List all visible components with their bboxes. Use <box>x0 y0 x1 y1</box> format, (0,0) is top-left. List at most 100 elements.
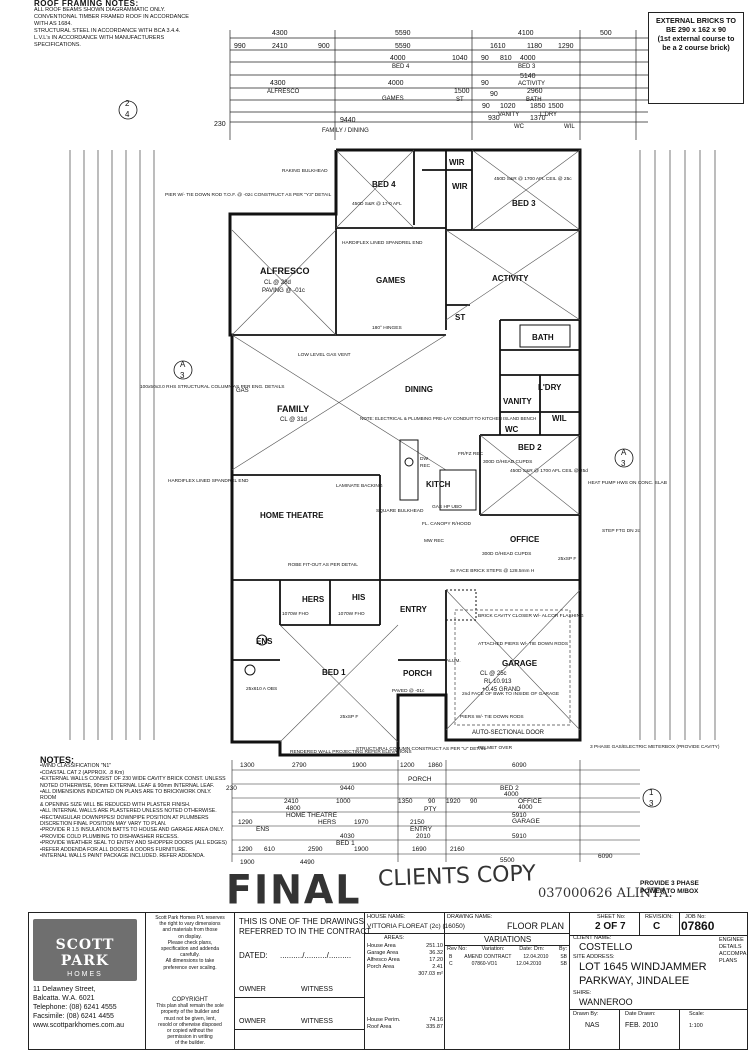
dim-bot-7c: 2010 <box>416 833 431 840</box>
dim-bot-6a: 1290 <box>238 819 253 826</box>
address-line: Balcatta. W.A. 6021 <box>33 995 95 1002</box>
general-notes: NOTES: •WIND CLASSIFICATION "N1" •COASTA… <box>40 755 228 860</box>
owner-label-2: OWNER <box>239 1018 266 1025</box>
dim-bot-3a: 230 <box>226 785 237 792</box>
var-col-variation: Variation: <box>481 946 505 952</box>
perim-row: House Perim.74.16 <box>367 1017 443 1024</box>
var-rev: C <box>449 961 453 967</box>
dim-top-7c: 1500 <box>548 103 564 110</box>
dated-label: DATED: <box>239 951 268 960</box>
label-mw: MW REC <box>424 538 445 544</box>
dim-top-2c: 900 <box>318 43 330 50</box>
site-address-2: PARKWAY, JINDALEE <box>579 975 690 987</box>
bottom-dimension-text: 1300 2790 1900 1200 1860 6090 PORCH 230 … <box>226 762 613 866</box>
provide-line: POWER TO M/BOX <box>640 888 699 895</box>
label-pier-tie: PIER W/- TIE DOWN ROD T.O.F. @ -02c CONS… <box>165 192 332 198</box>
label-robe: ROBE FIT-OUT AS PER DETAIL <box>288 562 358 568</box>
label-alfresco-cl: CL @ 28d <box>264 280 291 286</box>
svg-text:4: 4 <box>125 110 130 119</box>
date-drawn: FEB. 2010 <box>625 1022 659 1029</box>
variation-row: C 07860-VO1 12.04.2010 SB <box>449 961 567 968</box>
dim-bot-5c: PTY <box>424 806 437 813</box>
label-piers: PIERS W/- TIE DOWN RODS <box>460 714 524 720</box>
note-line: •INTERNAL WALLS PAINT PACKAGE INCLUDED. … <box>40 853 205 860</box>
label-garage-cl: CL @ 25c <box>480 671 507 677</box>
perim-key: Roof Area <box>367 1024 392 1030</box>
var-date: 12.04.2010 <box>516 961 542 967</box>
dim-top-6e: 1850 <box>530 103 546 110</box>
area-total-row: 307.03 m² <box>367 971 443 978</box>
dim-top-3g: 4000 <box>520 55 536 62</box>
date-drawn-heading: Date Drawn: <box>625 1011 656 1017</box>
roof-note-line: CONVENTIONAL TIMBER FRAMED ROOF IN ACCOR… <box>34 14 189 20</box>
roof-note-line: STRUCTURAL STEEL IN ACCORDANCE WITH BCA … <box>34 28 181 34</box>
dim-bot-4h: 4000 <box>518 804 533 811</box>
var-by: SB <box>560 954 567 960</box>
label-gashp: GAS HP UBO <box>432 504 462 510</box>
label-hinges: 180° HINGES <box>372 325 402 331</box>
title-block: SCOTT PARK HOMES 11 Delawney Street, Bal… <box>28 912 748 1050</box>
address-line: Facsimile: (08) 6241 4455 <box>33 1013 114 1020</box>
copyright-line: permission in writing <box>167 1034 213 1041</box>
label-ohead-1: 300D O/HEAD CUPDS <box>483 459 532 465</box>
label-hardiflex-1: HARDIFLEX LINED SPANDREL END <box>342 240 423 246</box>
roof-framing-notes: ROOF FRAMING NOTES: ALL ROOF BEAMS SHOWN… <box>34 0 239 49</box>
roof-note-line: WITH AS 1684. <box>34 21 72 27</box>
bricks-line: (1st external course to <box>657 34 735 43</box>
label-canopy: FL. CANOPY R/HOOD <box>422 521 471 527</box>
variations-heading: VARIATIONS <box>484 935 532 944</box>
address-line: Telephone: (08) 6241 4555 <box>33 1004 117 1011</box>
label-note-electrical: NOTE: ELECTRICAL & PLUMBING PRE-LAY COND… <box>360 416 536 421</box>
copyright-line: must not be given, lent, <box>164 1015 216 1022</box>
roof-notes-heading: ROOF FRAMING NOTES: <box>34 0 139 8</box>
revision-letter: C <box>653 921 661 932</box>
perim-value: 74.16 <box>429 1017 443 1023</box>
note-line: •REFER ADDENDA FOR ALL DOORS & DOORS FUR… <box>40 846 187 853</box>
copyright-line: property of the builder and <box>160 1009 220 1016</box>
dim-bot-4a: 2410 <box>284 798 299 805</box>
room-games: GAMES <box>376 276 406 285</box>
dim-top-6i: WIL <box>564 124 575 130</box>
job-number: 07860 <box>681 919 715 933</box>
label-rec: REC <box>420 463 431 469</box>
note-line: & OPENING SIZE WILL BE REDUCED WITH PLAS… <box>40 801 191 808</box>
room-wil: WIL <box>552 414 567 423</box>
label-step: STEP FTG DN 2c <box>602 528 641 534</box>
room-garage: GARAGE <box>502 659 538 668</box>
dim-bot-7b: BED 1 <box>336 840 355 847</box>
dim-bot-3d: 4000 <box>504 791 519 798</box>
room-bed-4: BED 4 <box>372 180 396 189</box>
note-line: •ALL DIMENSIONS INDICATED ON PLANS ARE T… <box>40 789 212 802</box>
dim-bot-6d: 1970 <box>354 819 369 826</box>
dim-bot-7d: 5910 <box>512 833 527 840</box>
company-address: 11 Delawney Street, Balcatta. W.A. 6021 … <box>33 985 145 1030</box>
dim-bot-8e: 1690 <box>412 846 427 853</box>
room-porch: PORCH <box>403 669 432 678</box>
dim-top-6h: L'DRY <box>540 112 557 118</box>
site-heading: SITE ADDRESS: <box>573 954 615 960</box>
dim-bot-1e: 1860 <box>428 762 443 769</box>
room-bath: BATH <box>532 333 554 342</box>
room-vanity: VANITY <box>503 397 532 406</box>
dim-bot-6e: 2150 <box>410 819 425 826</box>
eng-line: ACCOMPA <box>719 951 747 957</box>
note-line: •RECTANGULAR DOWNPIPES! DOWNPIPE POSITIO… <box>40 814 209 821</box>
dated-blank: ........../........../.......... <box>279 951 352 960</box>
section-markers <box>118 100 662 808</box>
var-desc: 07860-VO1 <box>471 961 498 967</box>
variations-header-row: Rev No: Variation: Date: Drn: By: <box>447 946 567 953</box>
var-col-rev: Rev No: <box>447 946 467 952</box>
dim-top-4d: GAMES <box>382 96 404 102</box>
room-wc: WC <box>505 425 519 434</box>
room-kitchen: KITCH <box>426 480 451 489</box>
note-line: NOTED OTHERWISE, 90mm EXTERNAL LEAF & 90… <box>40 782 215 789</box>
label-pelmet: PELMET OVER <box>478 745 513 751</box>
dim-top-4c: 4000 <box>388 80 404 87</box>
site-address-1: LOT 1645 WINDJAMMER <box>579 961 707 973</box>
label-bed3-ceil: 450D S&R @ 1700 AFL CEIL @ 25c <box>494 176 572 182</box>
owner-label-1: OWNER <box>239 986 266 993</box>
dim-bot-9c: 5500 <box>500 857 515 864</box>
dim-bot-5d: 5910 <box>512 812 527 819</box>
